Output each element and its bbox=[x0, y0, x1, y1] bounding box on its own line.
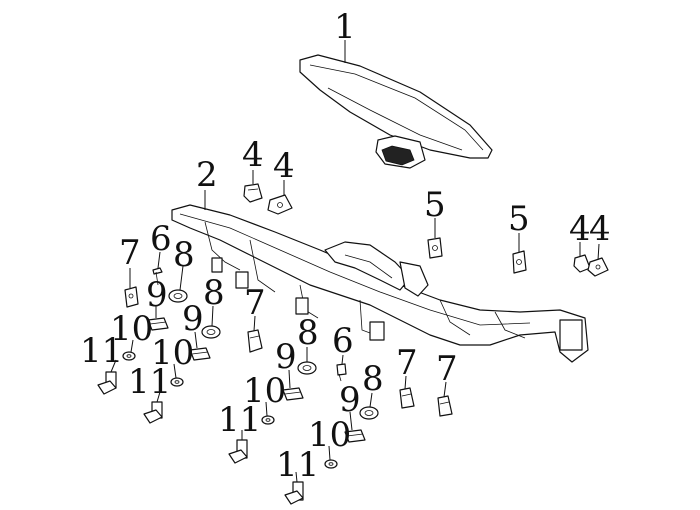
callout-8c: 8 bbox=[297, 313, 319, 353]
callout-7b: 7 bbox=[244, 283, 266, 323]
nut-7b bbox=[247, 329, 263, 353]
clip-4c bbox=[573, 254, 591, 273]
washer-10b bbox=[170, 377, 184, 387]
callout-9c: 9 bbox=[275, 337, 297, 377]
sleeve-9d bbox=[344, 429, 366, 443]
callout-6b: 6 bbox=[332, 321, 354, 361]
nut-7d bbox=[437, 395, 453, 417]
sleeve-9a bbox=[147, 317, 169, 331]
sleeve-9c bbox=[282, 387, 304, 401]
washer-10a bbox=[122, 351, 136, 361]
grommet-8b bbox=[201, 325, 221, 339]
callout-11b: 11 bbox=[128, 362, 171, 402]
washer-10d bbox=[324, 459, 338, 469]
washer-10c bbox=[261, 415, 275, 425]
clip-4d bbox=[587, 257, 609, 277]
grommet-8d bbox=[359, 406, 379, 420]
callout-10a: 10 bbox=[110, 309, 153, 349]
callout-11c: 11 bbox=[218, 400, 261, 440]
nut-7c bbox=[399, 387, 415, 409]
bolt-11b bbox=[143, 401, 163, 424]
callout-9a: 9 bbox=[146, 275, 168, 315]
callout-5b: 5 bbox=[508, 199, 530, 239]
callout-8b: 8 bbox=[203, 273, 225, 313]
callout-8a: 8 bbox=[173, 235, 195, 275]
callout-2: 2 bbox=[196, 155, 218, 195]
callout-5a: 5 bbox=[424, 185, 446, 225]
sleeve-9b bbox=[189, 347, 211, 361]
clip-4a bbox=[243, 183, 263, 203]
bolt-11c bbox=[228, 439, 248, 464]
callout-4b: 4 bbox=[273, 146, 295, 186]
callout-4c: 4 bbox=[569, 209, 591, 249]
screw-6a bbox=[152, 267, 163, 286]
callout-9b: 9 bbox=[182, 299, 204, 339]
instrument-cluster bbox=[299, 54, 493, 169]
screw-6b bbox=[336, 363, 347, 382]
callout-11d: 11 bbox=[276, 445, 319, 485]
bolt-11a bbox=[97, 371, 117, 395]
grommet-8c bbox=[297, 361, 317, 375]
callout-10c: 10 bbox=[243, 371, 286, 411]
main-bracket bbox=[171, 204, 589, 363]
leader-lines bbox=[110, 40, 600, 483]
callout-4d: 4 bbox=[589, 209, 611, 249]
callout-4a: 4 bbox=[242, 135, 264, 175]
callout-6a: 6 bbox=[150, 219, 172, 259]
callout-1: 1 bbox=[334, 7, 356, 47]
bolt-11d bbox=[284, 481, 304, 505]
callout-9d: 9 bbox=[339, 380, 361, 420]
grommet-8a bbox=[168, 289, 188, 303]
nut-5a bbox=[427, 237, 443, 259]
callout-7d: 7 bbox=[436, 349, 458, 389]
callout-8d: 8 bbox=[362, 359, 384, 399]
callout-10d: 10 bbox=[308, 415, 351, 455]
nut-7a bbox=[124, 286, 139, 308]
callout-11a: 11 bbox=[80, 331, 123, 371]
callouts: 1 2 4 4 4 4 5 5 6 6 7 7 7 7 8 8 8 8 9 9 … bbox=[80, 7, 611, 485]
clip-4b bbox=[267, 194, 293, 215]
callout-7c: 7 bbox=[396, 343, 418, 383]
callout-7a: 7 bbox=[119, 233, 141, 273]
callout-10b: 10 bbox=[151, 333, 194, 373]
nut-5b bbox=[512, 250, 527, 274]
